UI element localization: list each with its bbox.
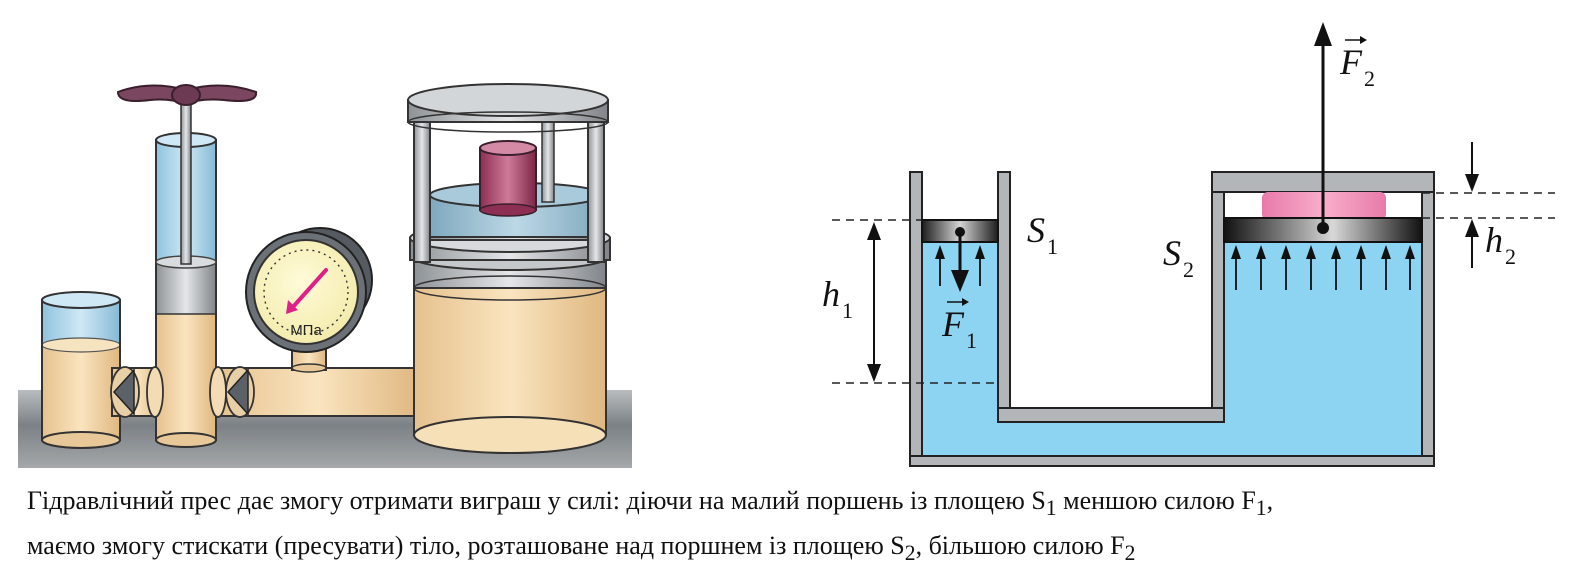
container-walls [909, 171, 1435, 467]
h1-dimension [867, 222, 881, 382]
caption-line-2: маємо змогу стискати (пресувати) тіло, р… [27, 531, 1136, 566]
force-f2-arrow [1314, 22, 1332, 234]
valve-left [110, 366, 164, 418]
vector-marks [947, 36, 1367, 306]
gauge-unit-label: МПа [290, 322, 322, 339]
pressure-gauge: МПа [245, 227, 373, 373]
caption-line-1: Гідравлічний прес дає змогу отримати виг… [27, 486, 1274, 521]
valve-right [209, 366, 255, 418]
label-h2: h2 [1485, 220, 1516, 269]
gauge-needle [290, 268, 328, 310]
force-f1-arrow [951, 227, 969, 292]
press-cylinder [407, 83, 611, 454]
press-schematic: S1 S2 h1 h2 F1 F2 [822, 22, 1555, 467]
hydraulic-press-figure: МПа [18, 22, 1555, 468]
label-h1: h1 [822, 274, 853, 323]
label-s2: S2 [1163, 233, 1194, 282]
pressure-arrows-small [935, 245, 985, 286]
reference-lines [832, 192, 1555, 384]
press-illustration: МПа [18, 83, 632, 468]
h2-dimension [1465, 142, 1479, 268]
pump-cylinder [116, 84, 258, 448]
label-f2: F2 [1339, 42, 1375, 91]
reservoir-vessel [41, 291, 121, 449]
figure-caption: Гідравлічний прес дає змогу отримати виг… [27, 482, 1567, 572]
label-s1: S1 [1027, 210, 1058, 259]
pressure-arrows-large [1231, 245, 1415, 290]
label-f1: F1 [941, 304, 977, 353]
